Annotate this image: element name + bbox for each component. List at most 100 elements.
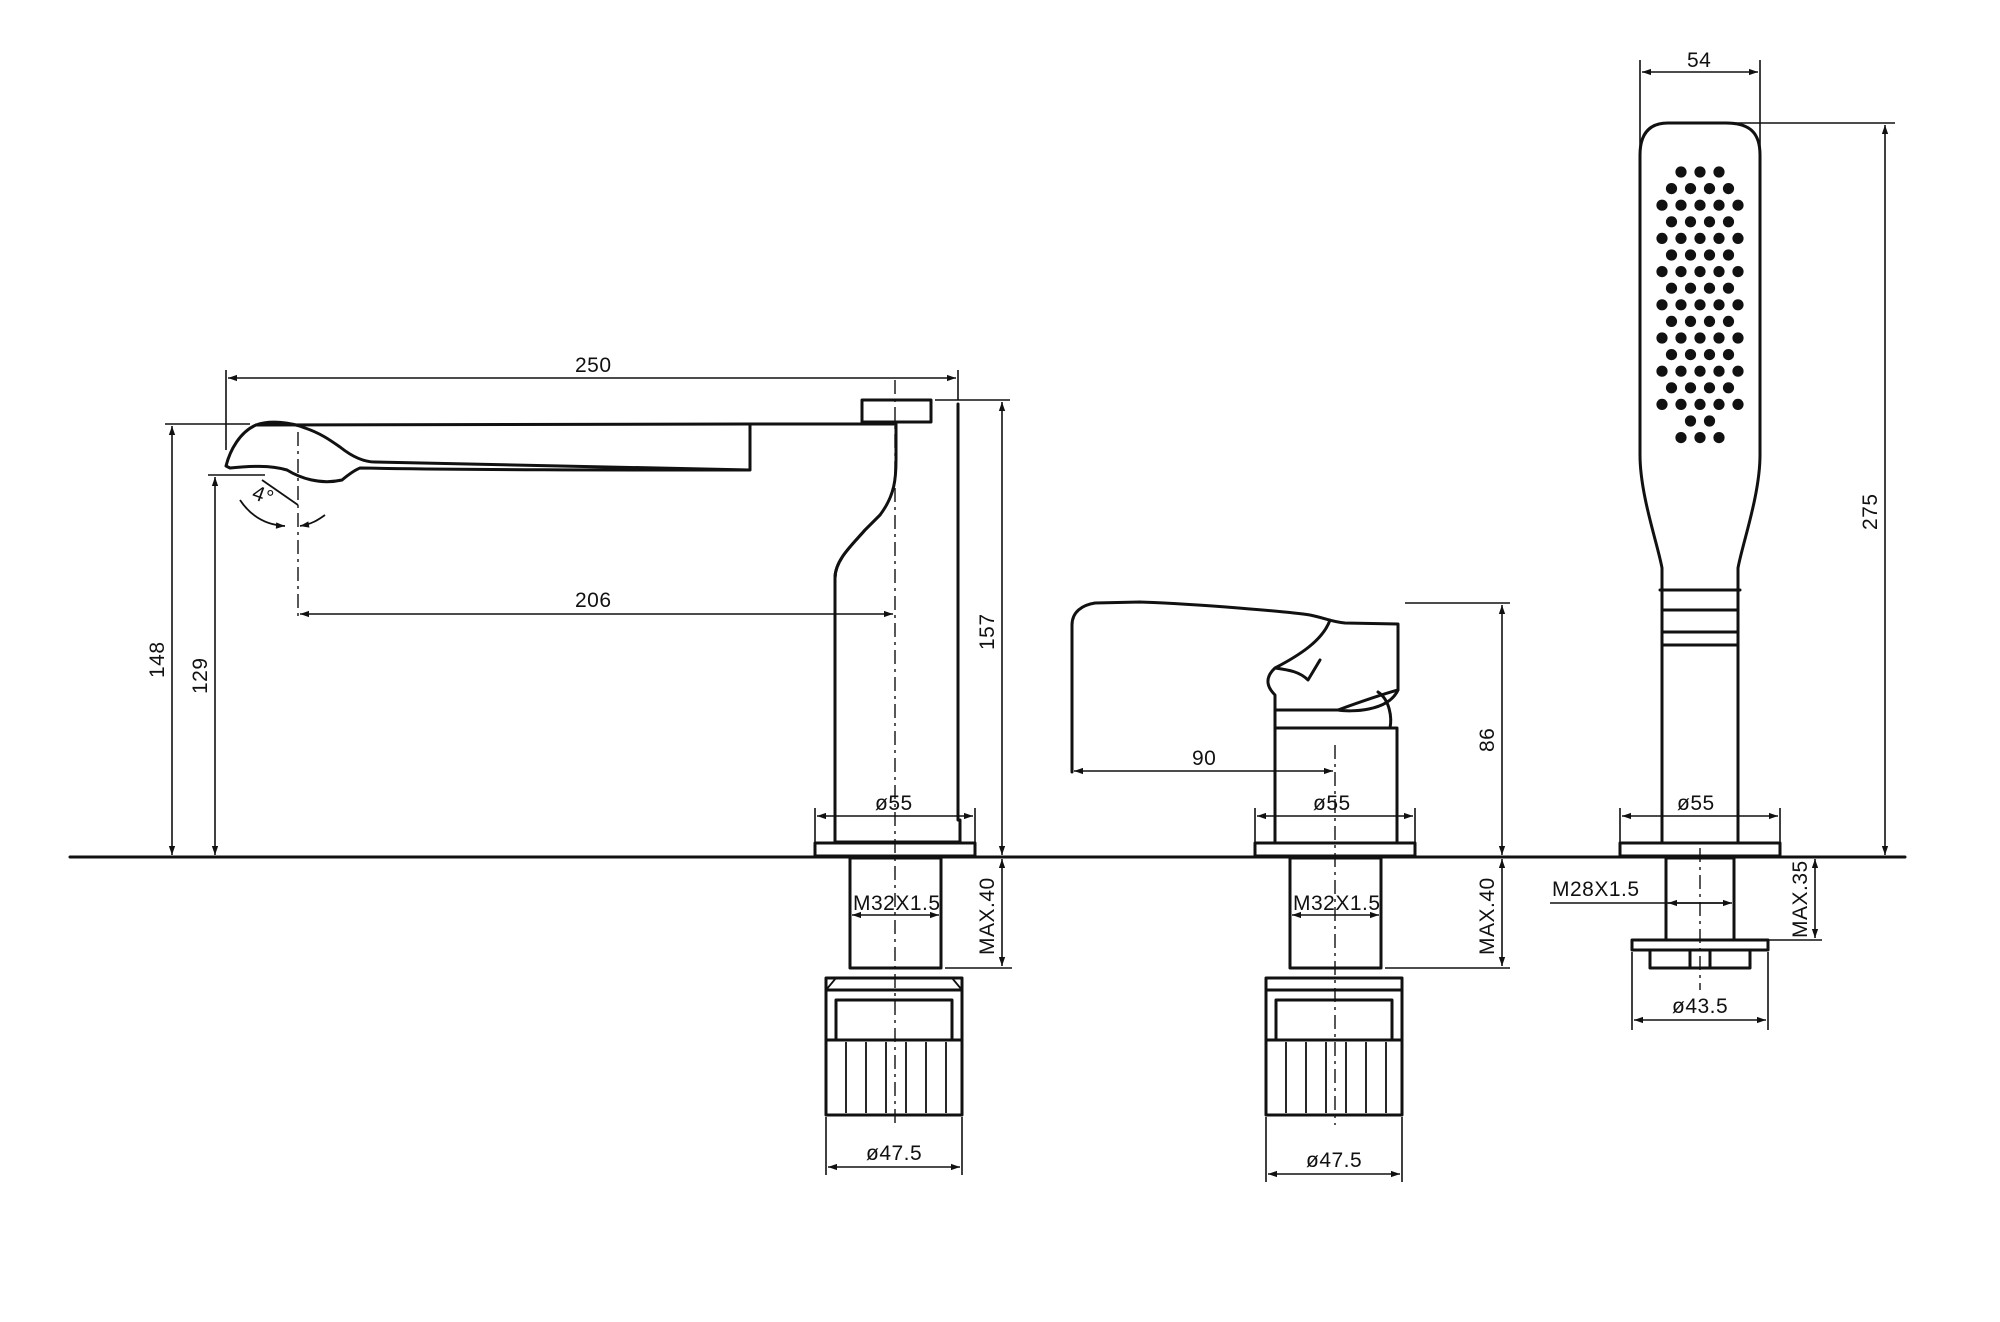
dim-mixer-height: 86 (1476, 728, 1499, 752)
nozzle-dot (1713, 266, 1725, 278)
dim-spout-base-diameter: ø55 (875, 792, 913, 815)
dim-spout-thread: M32X1.5 (853, 892, 941, 915)
nozzle-dot (1694, 332, 1706, 344)
dim-hand-shower-max-deck: MAX.35 (1789, 860, 1812, 938)
nozzle-dot (1665, 382, 1678, 394)
nozzle-dot (1665, 282, 1678, 294)
dim-mixer-lever-reach: 90 (1192, 747, 1216, 770)
nozzle-dot (1694, 432, 1706, 444)
dim-spout-reach: 206 (575, 589, 612, 612)
nozzle-dot (1684, 315, 1697, 327)
dim-mixer-max-deck: MAX.40 (1476, 877, 1499, 955)
nozzle-dot (1713, 199, 1725, 211)
nozzle-dot (1665, 216, 1678, 228)
nozzle-dot (1656, 398, 1668, 410)
spout-nut (824, 976, 964, 1117)
dim-mixer-nut-diameter: ø47.5 (1306, 1149, 1362, 1172)
dim-spout-height-total: 148 (146, 641, 169, 678)
mixer-drawing: 90 86 ø55 M32X1.5 MAX.40 ø47.5 (1070, 600, 1510, 1182)
nozzle-dot (1732, 332, 1744, 344)
nozzle-dot (1713, 398, 1725, 410)
nozzle-dot (1703, 415, 1716, 427)
nozzle-dot (1675, 365, 1687, 377)
nozzle-dot (1713, 299, 1725, 311)
nozzle-dot (1703, 249, 1716, 261)
nozzle-dot (1703, 183, 1716, 195)
nozzle-dot (1684, 382, 1697, 394)
nozzle-dot (1684, 349, 1697, 361)
nozzle-dot (1675, 398, 1687, 410)
nozzle-dot (1732, 232, 1744, 244)
nozzle-dot (1675, 232, 1687, 244)
nozzle-dot (1713, 166, 1725, 178)
mixer-lever-curve (1336, 688, 1400, 713)
spout-inner-curve (833, 513, 882, 580)
dim-hand-shower-width: 54 (1687, 49, 1711, 72)
nozzle-dot (1684, 216, 1697, 228)
nozzle-dot (1694, 166, 1706, 178)
nozzle-dot (1713, 332, 1725, 344)
nozzle-dot (1732, 365, 1744, 377)
nozzle-dot (1713, 432, 1725, 444)
dim-spout-length: 250 (575, 354, 612, 377)
nozzle-dot (1656, 332, 1668, 344)
dim-mixer-base-diameter: ø55 (1313, 792, 1351, 815)
nozzle-dot (1656, 199, 1668, 211)
nozzle-dot (1732, 398, 1744, 410)
nozzle-dot (1675, 299, 1687, 311)
nozzle-dot (1656, 299, 1668, 311)
nozzle-dot (1675, 266, 1687, 278)
nozzle-dot (1694, 266, 1706, 278)
hand-shower-thread-shank (1664, 856, 1736, 942)
mixer-nut (1264, 976, 1404, 1117)
spout-body-outline (224, 402, 962, 844)
nozzle-dot (1703, 349, 1716, 361)
nozzle-dot (1732, 266, 1744, 278)
nozzle-dot (1694, 365, 1706, 377)
nozzle-dot (1694, 199, 1706, 211)
spout-top-cap (860, 398, 933, 424)
hand-shower-drawing: 54 275 ø55 M28X1.5 MAX.35 ø43.5 (1550, 49, 1895, 1030)
hand-shower-outline (1638, 121, 1762, 845)
mixer-lever-outline (1070, 600, 1400, 774)
nozzle-dot (1722, 349, 1735, 361)
spout-nut-knurl (845, 1042, 947, 1113)
nozzle-dot (1713, 232, 1725, 244)
dim-hand-shower-nut-diameter: ø43.5 (1672, 995, 1728, 1018)
nozzle-dot (1722, 315, 1735, 327)
nozzle-dot (1684, 415, 1697, 427)
nozzle-dot (1675, 166, 1687, 178)
dim-spout-angle: 4° (249, 481, 277, 510)
dim-spout-nut-diameter: ø47.5 (866, 1142, 922, 1165)
hand-shower-nozzles (1656, 166, 1744, 444)
nozzle-dot (1694, 299, 1706, 311)
nozzle-dot (1656, 266, 1668, 278)
nozzle-dot (1675, 199, 1687, 211)
nozzle-dot (1665, 249, 1678, 261)
dim-mixer-thread: M32X1.5 (1293, 892, 1381, 915)
nozzle-dot (1694, 232, 1706, 244)
mixer-nut-knurl (1285, 1042, 1387, 1113)
nozzle-dot (1703, 216, 1716, 228)
nozzle-dot (1722, 382, 1735, 394)
spout-drawing: 250 206 4° 148 129 157 ø55 M32X1.5 MAX.4… (146, 354, 1012, 1175)
nozzle-dot (1732, 299, 1744, 311)
nozzle-dot (1656, 365, 1668, 377)
nozzle-dot (1675, 332, 1687, 344)
nozzle-dot (1722, 183, 1735, 195)
dim-spout-height-body: 157 (976, 613, 999, 650)
nozzle-dot (1665, 183, 1678, 195)
nozzle-dot (1722, 216, 1735, 228)
nozzle-dot (1684, 183, 1697, 195)
nozzle-dot (1684, 282, 1697, 294)
nozzle-dot (1656, 232, 1668, 244)
nozzle-dot (1732, 199, 1744, 211)
nozzle-dot (1703, 315, 1716, 327)
nozzle-dot (1703, 382, 1716, 394)
dim-hand-shower-thread: M28X1.5 (1552, 878, 1640, 901)
dim-hand-shower-height: 275 (1859, 493, 1882, 530)
nozzle-dot (1675, 432, 1687, 444)
nozzle-dot (1694, 398, 1706, 410)
nozzle-dot (1684, 249, 1697, 261)
